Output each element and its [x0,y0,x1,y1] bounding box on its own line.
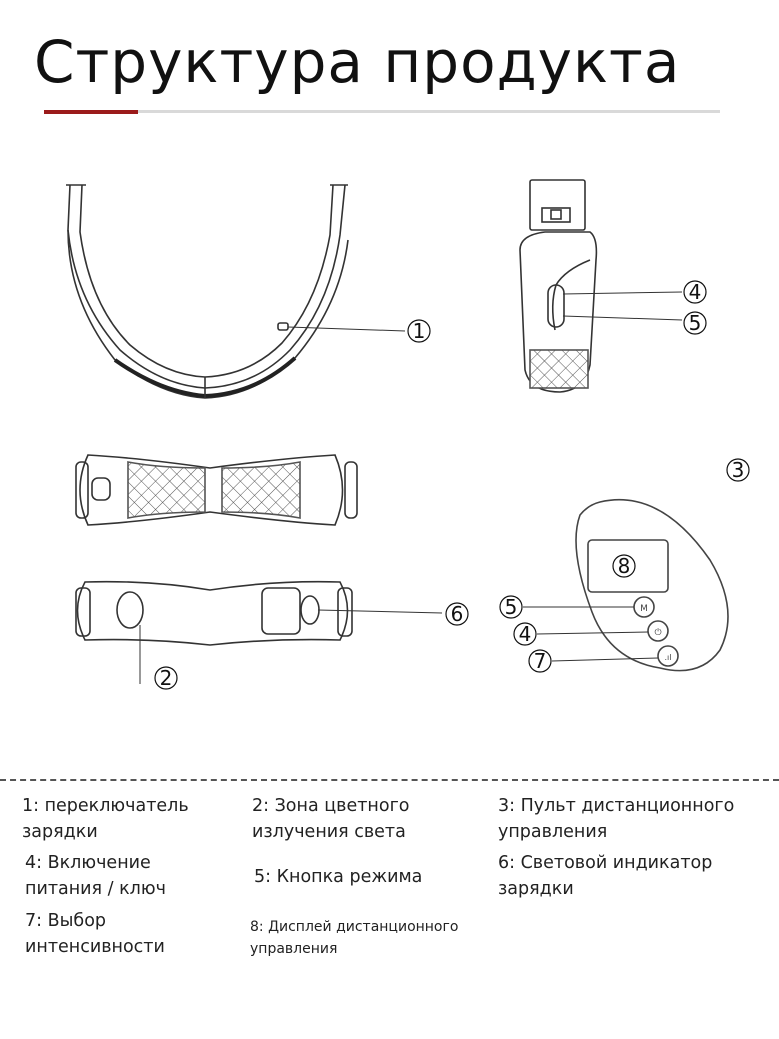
svg-text:5: 5 [505,595,518,619]
svg-text:⏻: ⏻ [654,627,661,638]
svg-text:7: 7 [534,649,547,673]
svg-text:1: 1 [413,319,426,343]
legend-divider [0,779,779,781]
band-top-view [75,454,358,526]
page-title: Структура продукта [34,28,681,96]
callout-line-4b [536,631,649,635]
legend-item-7: 7: Выбор интенсивности [25,911,165,957]
neck-band-front-view [66,184,349,399]
callout-3: 3 [726,458,750,482]
remote-control: M ⏻ .ıl [575,498,729,672]
legend-item-4: 4: Включение питания / ключ [25,853,166,899]
callout-1: 1 [407,319,431,343]
callout-6: 6 [445,602,469,626]
callout-4-top: 4 [683,280,707,304]
legend-item-3: 3: Пульт дистанционного управления [498,796,735,842]
legend-item-8: 8: Дисплей дистанционного управления [250,919,459,957]
callout-line-5a [562,315,683,321]
callout-5-top: 5 [683,311,707,335]
callout-4-remote: 4 [513,622,537,646]
legend-item-1: 1: переключатель зарядки [22,796,189,842]
remote-display [587,539,669,593]
svg-text:2: 2 [160,666,173,690]
callout-line-4a [562,291,683,295]
svg-text:6: 6 [451,602,464,626]
legend-item-2: 2: Зона цветного излучения света [252,796,410,842]
callout-line-1 [287,326,406,332]
svg-text:4: 4 [519,622,532,646]
band-back-view [75,580,353,646]
legend-item-6: 6: Световой индикатор зарядки [498,853,713,899]
svg-text:8: 8 [618,554,631,578]
title-accent-bar [44,110,138,114]
callout-line-7 [551,657,659,662]
callout-7: 7 [528,649,552,673]
svg-text:4: 4 [689,280,702,304]
svg-text:M: M [640,604,648,614]
callout-5-remote: 5 [499,595,523,619]
band-side-view [519,179,598,393]
legend-item-5: 5: Кнопка режима [254,867,423,887]
svg-text:5: 5 [689,311,702,335]
product-diagram: 1 4 5 6 [66,179,750,690]
title-underline [44,110,720,113]
svg-text:3: 3 [732,458,745,482]
callout-line-6 [317,609,443,614]
svg-text:.ıl: .ıl [665,653,672,662]
callout-8: 8 [612,554,636,578]
callout-2: 2 [154,666,178,690]
